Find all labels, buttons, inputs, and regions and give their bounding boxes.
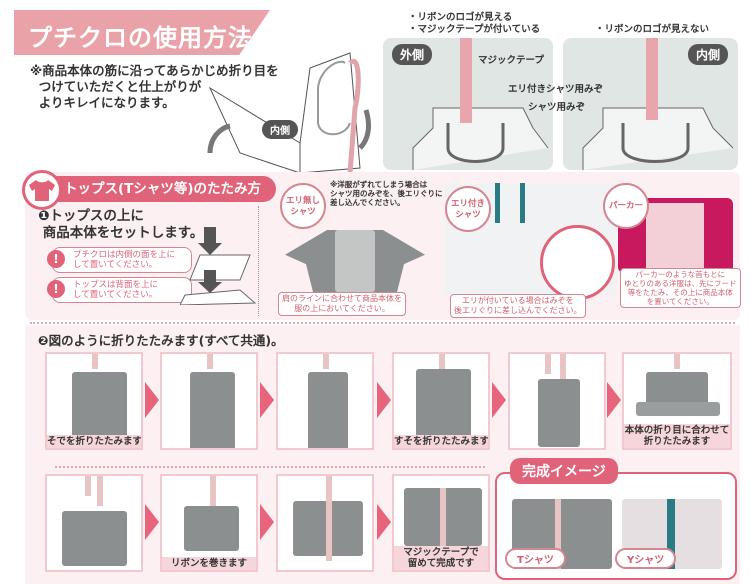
next-arrow-icon	[260, 382, 274, 418]
step2-heading: ❷図のように折りたたみます(すべて共通)。	[38, 333, 284, 348]
case-note: ※洋服がずれてしまう場合は シャツ用のみぞを、後エリぐりに 差し込んでください。	[330, 180, 443, 207]
case-label: エリ付き シャツ	[445, 186, 491, 232]
fold-step-photo: そでを折りたたみます	[45, 352, 143, 450]
inner-side-panel	[563, 38, 738, 170]
case-caption: 肩のラインに合わせて商品本体を 服の上においてください。	[278, 292, 406, 316]
folding-illustration	[207, 52, 371, 173]
next-arrow-icon	[377, 504, 391, 540]
fold-step-photo	[508, 352, 606, 450]
hoodie-photo	[618, 198, 733, 273]
fold-arrow-icon	[207, 123, 231, 154]
case-caption: パーカーのような首もとに ゆとりのある洋服は、先にフード 等をたたみ、その上に商…	[620, 268, 741, 308]
warning-note: プチクロは内側の面を上に して置いてください。	[47, 247, 192, 273]
tops-section-header: トップス(Tシャツ等)のたたみ方	[30, 176, 276, 202]
fold-step-photo: 本体の折り目に合わせて 折りたたみます	[622, 352, 732, 450]
shirt-groove-label: シャツ用みぞ	[528, 102, 586, 113]
next-arrow-icon	[260, 504, 274, 540]
next-arrow-icon	[607, 382, 621, 418]
inner-notes: ・リボンのロゴが見えない	[595, 24, 710, 35]
case-caption: エリが付いている場合はみぞを 後エリぐりに差し込んでください。	[450, 294, 586, 318]
setup-illustration	[180, 227, 257, 305]
step1-text: ❶トップスの上に 商品本体をセットします。	[38, 208, 204, 241]
intro-note: ※商品本体の筋に沿ってあらかじめ折り目を つけていただくと仕上がりが よりキレイ…	[30, 63, 279, 110]
fold-step-photo	[276, 474, 374, 572]
fold-step-photo: リボンを巻きます	[160, 474, 258, 572]
no-collar-photo	[285, 220, 425, 292]
fold-step-photo: マジックテープで 留めて完成です	[392, 474, 490, 572]
outer-notes: ・リボンのロゴが見える ・マジックテープが付いている	[408, 12, 541, 35]
next-arrow-icon	[377, 382, 391, 418]
collar-groove-label: エリ付きシャツ用みぞ	[508, 84, 604, 95]
fold-arrow-icon	[358, 109, 371, 150]
page-title: プチクロの使用方法	[14, 10, 270, 55]
inner-side-label: 内側	[688, 44, 729, 65]
inner-label: 内側	[262, 120, 298, 139]
outer-label: 外側	[392, 44, 433, 65]
completion-title: 完成イメージ	[510, 458, 618, 484]
velcro-label: マジックテープ	[478, 55, 544, 66]
next-arrow-icon	[145, 504, 159, 540]
case-label: パーカー	[603, 183, 649, 229]
case-label: エリ無し シャツ	[280, 183, 326, 229]
completion-yshirt-label: Yシャツ	[615, 548, 677, 569]
fold-step-photo	[160, 352, 258, 450]
warning-note: トップスは背面を上に して置いてください。	[47, 277, 192, 303]
next-arrow-icon	[492, 382, 506, 418]
fold-step-photo: すそを折りたたみます	[392, 352, 490, 450]
next-arrow-icon	[145, 382, 159, 418]
completion-tshirt-label: Tシャツ	[505, 548, 566, 569]
tshirt-icon	[22, 170, 62, 210]
fold-step-photo	[45, 474, 143, 572]
fold-step-photo	[276, 352, 374, 450]
